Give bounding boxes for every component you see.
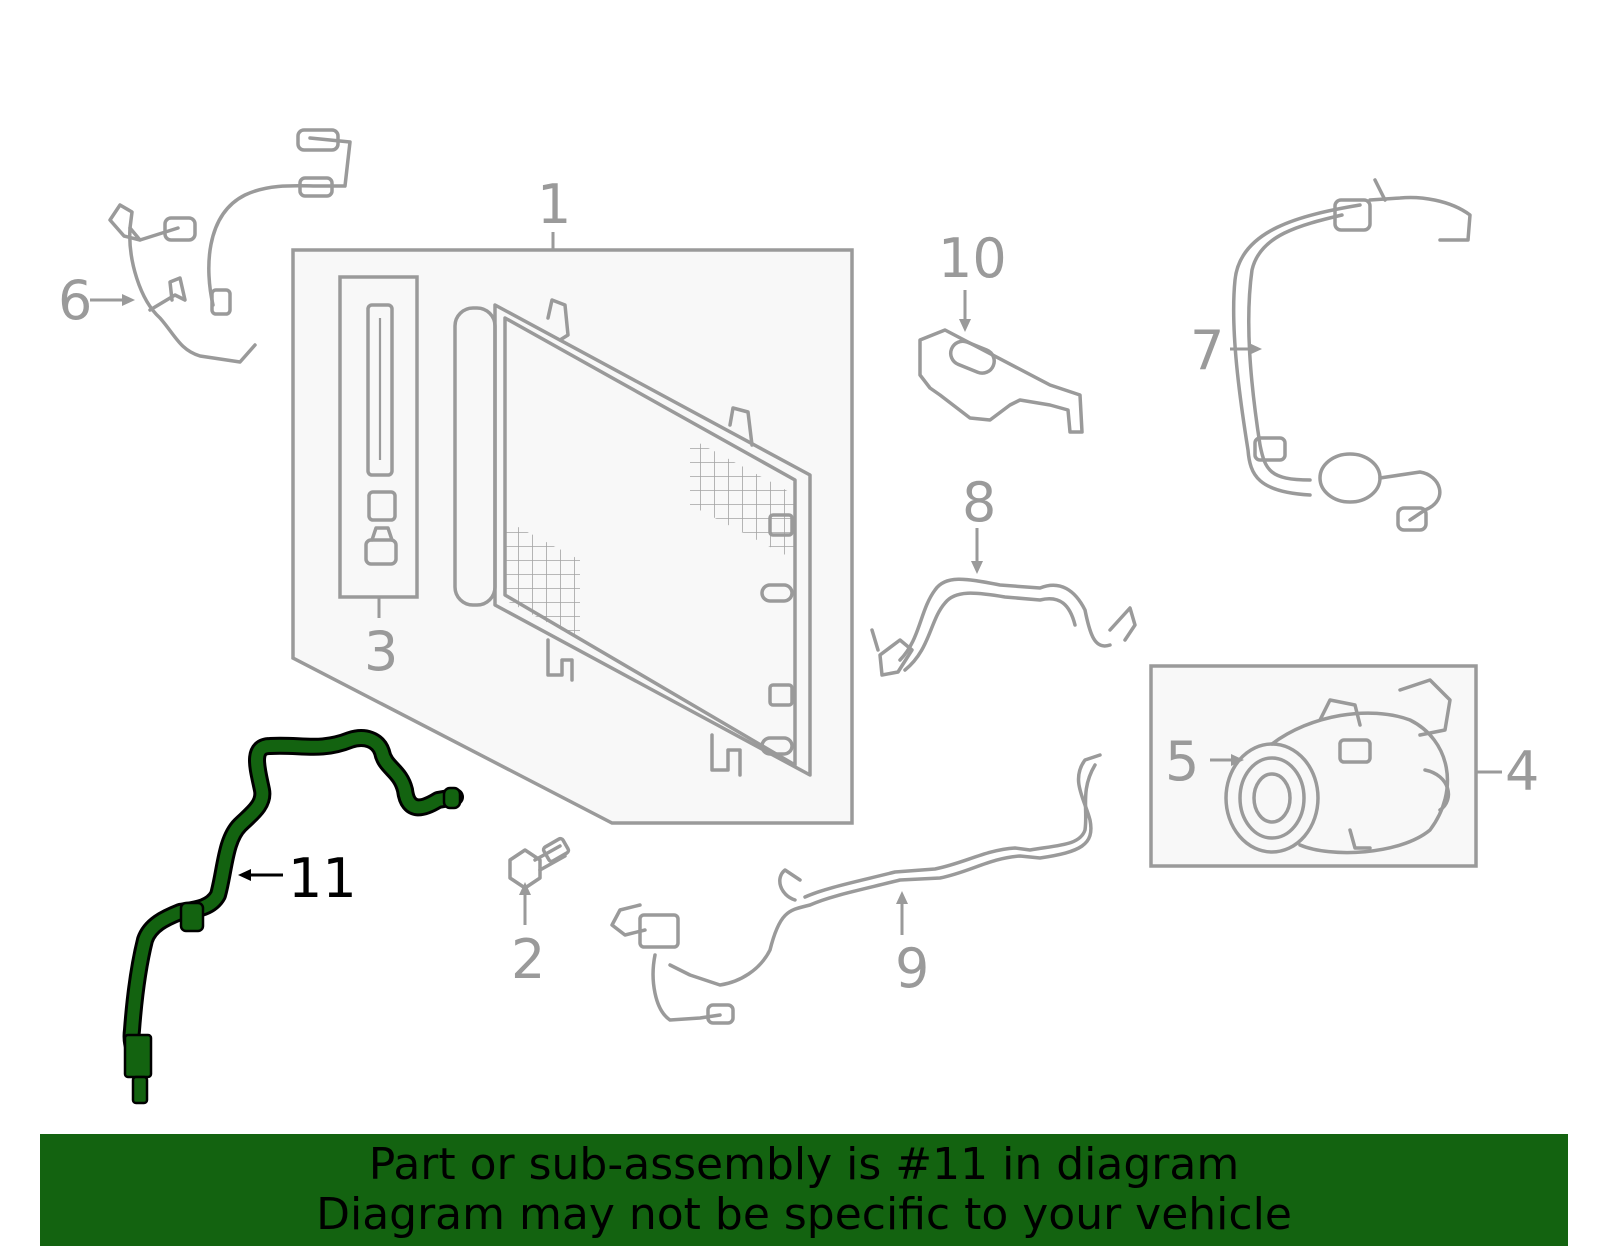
part-10-bracket xyxy=(918,328,1084,434)
callout-4: 4 xyxy=(1505,740,1540,803)
callout-11: 11 xyxy=(288,847,357,910)
callout-6: 6 xyxy=(58,269,93,332)
part-2-bolt xyxy=(508,836,571,890)
banner-line-2: Diagram may not be specific to your vehi… xyxy=(316,1189,1292,1240)
part-11-highlighted-hose xyxy=(122,729,464,1105)
part-6-pipe xyxy=(108,128,352,364)
callout-1: 1 xyxy=(537,173,572,236)
compressor-assembly-panel xyxy=(1149,664,1502,868)
part-9-line xyxy=(610,753,1102,1025)
part-7-hose xyxy=(1231,178,1472,532)
callout-10: 10 xyxy=(938,227,1007,290)
part-8-hose xyxy=(870,577,1137,677)
condenser-core xyxy=(453,298,812,777)
callout-3: 3 xyxy=(364,620,399,683)
callout-8: 8 xyxy=(962,471,997,534)
parts-diagram xyxy=(90,128,1502,1105)
callout-2: 2 xyxy=(511,928,546,991)
banner-line-1: Part or sub-assembly is #11 in diagram xyxy=(368,1139,1240,1190)
callout-leaders xyxy=(90,290,1262,935)
condenser-assembly-panel xyxy=(291,232,854,825)
callout-7: 7 xyxy=(1190,319,1225,382)
callout-9: 9 xyxy=(895,937,930,1000)
dryer-kit-box xyxy=(338,275,419,618)
info-banner: Part or sub-assembly is #11 in diagram D… xyxy=(40,1134,1568,1246)
callout-5: 5 xyxy=(1165,730,1200,793)
